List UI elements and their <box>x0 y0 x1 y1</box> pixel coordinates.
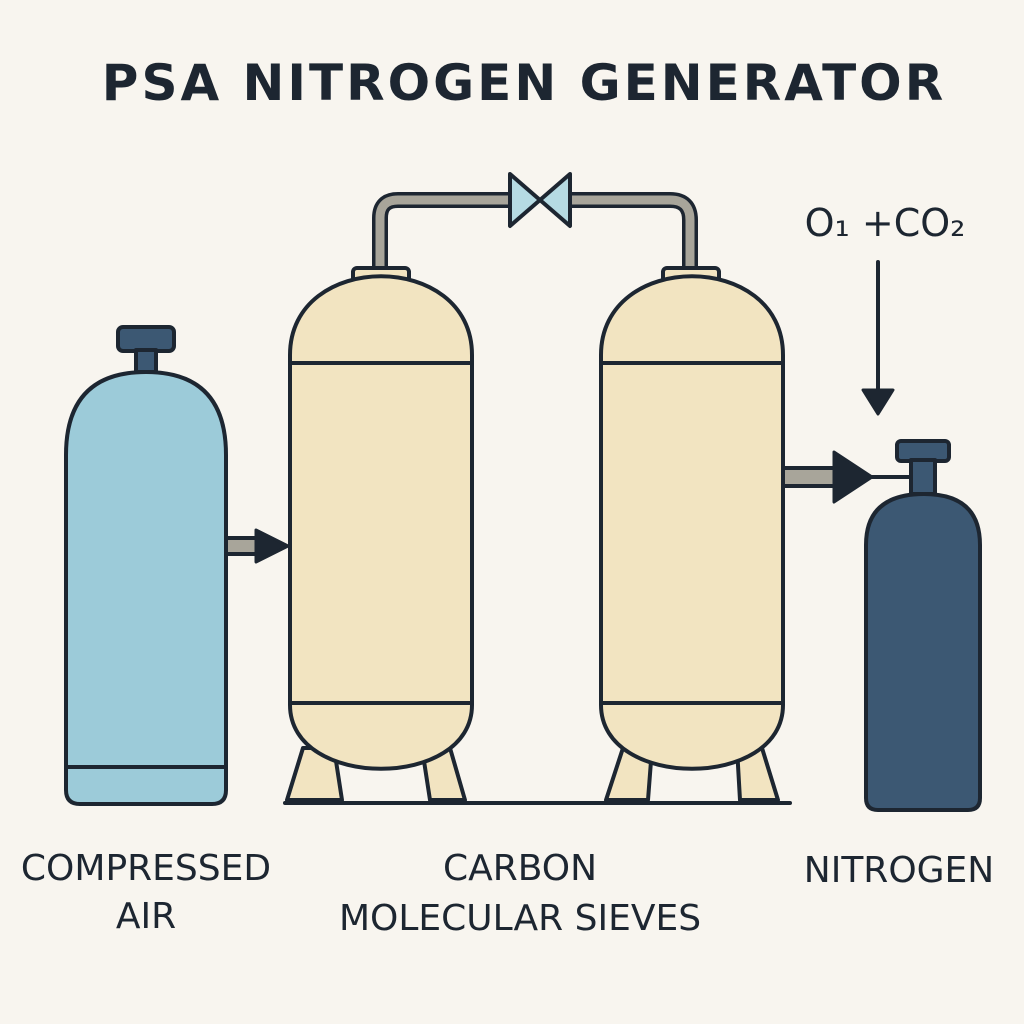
compressed-air-label-line2: AIR <box>116 896 176 937</box>
sieves-label-line2: MOLECULAR SIEVES <box>339 898 701 939</box>
compressed-air-cylinder <box>64 325 228 806</box>
adsorber-tank-right <box>599 266 785 802</box>
nitrogen-cylinder <box>864 439 982 812</box>
top-pipe <box>372 192 698 272</box>
air-inlet-arrow <box>224 528 290 564</box>
page-title: PSA NITROGEN GENERATOR <box>102 54 946 112</box>
nitrogen-label: NITROGEN <box>804 850 994 891</box>
compressed-air-label-line1: COMPRESSED <box>21 848 271 889</box>
sieves-label-line1: CARBON <box>443 848 597 889</box>
exhaust-arrow <box>861 260 895 416</box>
valve-icon <box>508 172 572 228</box>
adsorber-tank-left <box>285 266 474 802</box>
nitrogen-outlet-arrow <box>781 450 914 504</box>
exhaust-gases-label: O₁ +CO₂ <box>805 201 966 245</box>
